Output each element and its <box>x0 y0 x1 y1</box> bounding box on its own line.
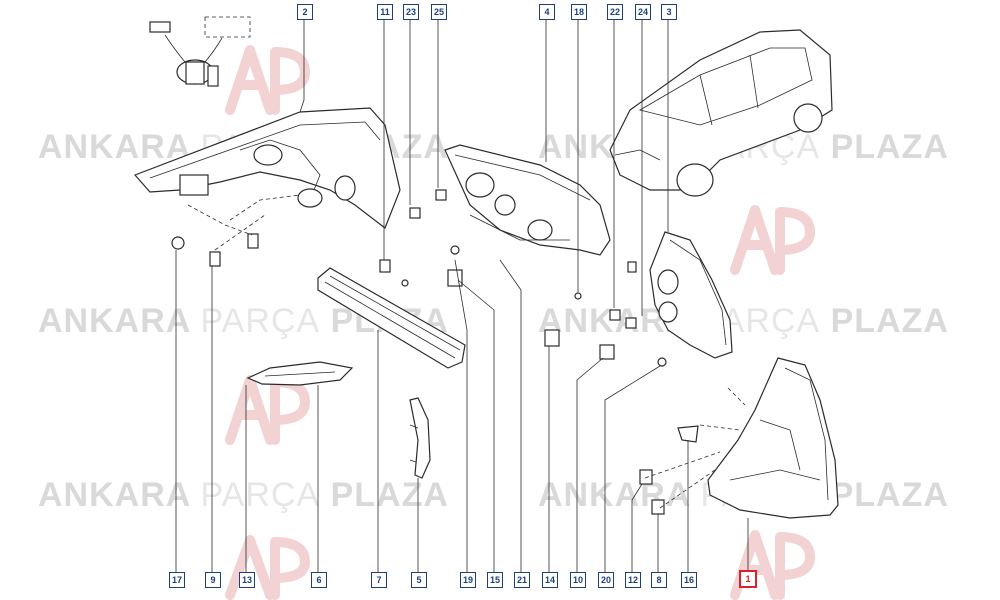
callout-9[interactable]: 9 <box>205 572 221 588</box>
callout-19[interactable]: 19 <box>460 572 476 588</box>
callout-14[interactable]: 14 <box>542 572 558 588</box>
callout-13[interactable]: 13 <box>239 572 255 588</box>
callout-15[interactable]: 15 <box>487 572 503 588</box>
watermark-word: ANKARA <box>38 302 191 340</box>
callout-12[interactable]: 12 <box>625 572 641 588</box>
watermark-word: PLAZA <box>830 128 949 166</box>
callout-22[interactable]: 22 <box>607 4 623 20</box>
watermark-word: PLAZA <box>330 476 449 514</box>
callout-11[interactable]: 11 <box>377 4 393 20</box>
watermark-word: PARÇA <box>200 302 321 340</box>
watermark-row: ANKARA PARÇA PLAZA <box>38 302 449 341</box>
watermark-word: PLAZA <box>830 302 949 340</box>
callout-7[interactable]: 7 <box>371 572 387 588</box>
brake-light-bar-part-7 <box>317 267 466 369</box>
car-icon <box>609 29 833 197</box>
reflector-part-6 <box>246 361 354 386</box>
watermark-word: ANKARA <box>38 128 191 166</box>
callout-16[interactable]: 16 <box>681 572 697 588</box>
callout-2[interactable]: 2 <box>297 4 313 20</box>
callout-21[interactable]: 21 <box>514 572 530 588</box>
fastener-icon <box>171 189 699 515</box>
assembly-path <box>187 194 746 509</box>
watermark-word: PARÇA <box>200 476 321 514</box>
lamp-housing-part-4 <box>444 144 611 256</box>
callout-6[interactable]: 6 <box>311 572 327 588</box>
callout-24[interactable]: 24 <box>635 4 651 20</box>
callout-25[interactable]: 25 <box>431 4 447 20</box>
callout-1-highlighted[interactable]: 1 <box>739 570 757 588</box>
callout-20[interactable]: 20 <box>598 572 614 588</box>
callout-17[interactable]: 17 <box>169 572 185 588</box>
lamp-housing-part-2 <box>133 107 401 229</box>
callout-23[interactable]: 23 <box>403 4 419 20</box>
tail-lamp-lens-part-1 <box>707 357 839 519</box>
callout-18[interactable]: 18 <box>571 4 587 20</box>
leader-line <box>175 18 749 578</box>
bracket-part-5 <box>409 397 431 479</box>
watermark-word: ANKARA <box>38 476 191 514</box>
side-lamp-part-3 <box>649 231 733 359</box>
callout-3[interactable]: 3 <box>661 4 677 20</box>
callout-5[interactable]: 5 <box>411 572 427 588</box>
watermark-row: ANKARA PARÇA PLAZA <box>38 476 449 515</box>
callout-4[interactable]: 4 <box>539 4 555 20</box>
bulb-icon <box>149 16 251 87</box>
watermark-word: PLAZA <box>830 476 949 514</box>
callout-8[interactable]: 8 <box>651 572 667 588</box>
callout-10[interactable]: 10 <box>570 572 586 588</box>
